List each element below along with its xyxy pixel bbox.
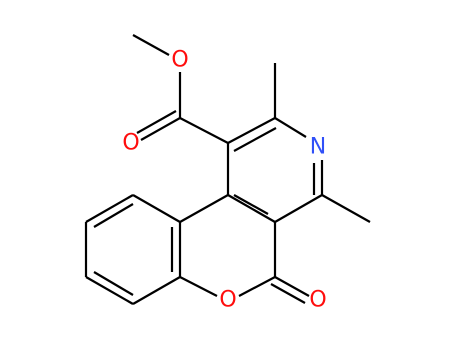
bond-lactone-c-o xyxy=(238,276,276,297)
atom-o-ester-carbonyl: O xyxy=(122,131,139,156)
bond-o-aryl xyxy=(179,276,218,297)
atom-labels: O O N O O xyxy=(122,48,326,313)
bond-b6-b1 xyxy=(132,194,181,223)
bond-methyl-o xyxy=(132,34,170,56)
bond-lactone-co-2 xyxy=(270,283,306,304)
bond-c1-c2-inner xyxy=(233,127,277,152)
bond-ester-co-2 xyxy=(136,110,177,134)
bond-c3-methyl xyxy=(321,194,371,223)
bond-b3-b4 xyxy=(85,276,134,305)
bond-c2-n xyxy=(274,117,307,138)
bond-c4-c5-inner xyxy=(233,194,269,215)
bond-c1-c2 xyxy=(227,117,276,144)
bonds xyxy=(84,34,371,305)
bond-b5-b6-inner xyxy=(93,203,134,228)
bond-aryl-c5 xyxy=(179,194,229,223)
bond-c3-c4 xyxy=(274,194,323,223)
bond-ester-co-1 xyxy=(140,117,181,141)
bond-lactone-co-1 xyxy=(274,276,310,297)
bond-b3-b4-inner xyxy=(93,271,134,296)
bond-c4-c5 xyxy=(227,194,276,223)
bond-carbonyl-ring xyxy=(179,117,229,144)
atom-o-lactone-carbonyl: O xyxy=(309,288,326,313)
bond-b2-b3 xyxy=(132,276,181,305)
bond-b5-b6 xyxy=(85,194,134,223)
atom-n-pyridine: N xyxy=(310,135,326,160)
atom-o-ester-single: O xyxy=(171,48,188,73)
atom-o-ring: O xyxy=(219,288,236,313)
